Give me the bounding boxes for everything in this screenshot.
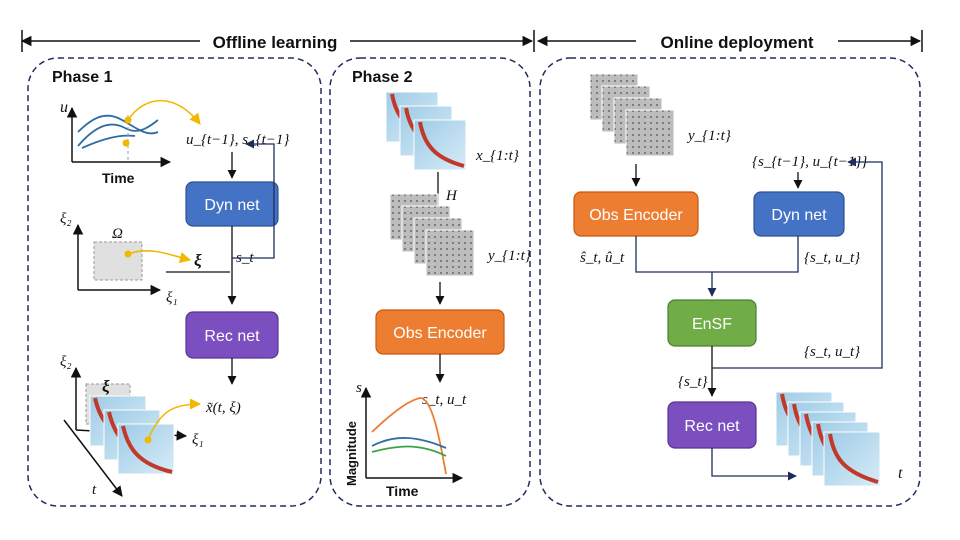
offline-learning-header: Offline learning — [213, 33, 338, 52]
phase2-title: Phase 2 — [352, 69, 413, 86]
online-dyn-net-button[interactable]: Dyn net — [753, 191, 845, 237]
phase2-observation-stack — [389, 193, 475, 277]
online-feedback-arrow — [712, 157, 883, 369]
xi2-axis-label-3d: ξ₂ — [60, 354, 72, 370]
offline-span-arrow — [20, 30, 535, 52]
spatial-domain-plot — [72, 223, 192, 296]
online-rec-net-label: Rec net — [684, 418, 740, 435]
omega-label: Ω — [112, 226, 123, 242]
phase2-obs-encoder-button[interactable]: Obs Encoder — [375, 309, 505, 355]
phase1-panel — [27, 57, 322, 507]
online-panel — [539, 57, 921, 507]
arrow-rec-to-field — [711, 448, 797, 481]
online-observation-stack — [589, 73, 675, 157]
online-t-label: t — [898, 465, 903, 482]
phase2-y-label: y_{1:t} — [486, 248, 531, 264]
full-field-stack — [385, 91, 467, 171]
phase1-title: Phase 1 — [52, 69, 113, 86]
online-pred-label: {s_t, u_t} — [804, 250, 860, 266]
online-rec-net-button[interactable]: Rec net — [667, 401, 757, 449]
plot-s-label: s — [356, 380, 362, 396]
xi2-axis-label: ξ₂ — [60, 211, 72, 227]
online-hat-label: ŝ_t, û_t — [580, 250, 625, 266]
ensf-button[interactable]: EnSF — [667, 299, 757, 347]
arrow-dyn-to-ensf — [712, 236, 799, 273]
phase1-output-label: x̃(t, ξ) — [205, 400, 241, 416]
plot-magnitude-label: Magnitude — [344, 421, 359, 486]
phase1-dyn-net-label: Dyn net — [204, 197, 260, 214]
phase2-plot-time-label: Time — [386, 483, 419, 499]
control-time-plot — [66, 99, 201, 168]
online-s-set-label: {s_t} — [678, 374, 708, 390]
phase1-feedback-arrow — [232, 139, 275, 259]
xi-label-3d: ξ — [102, 377, 110, 396]
online-post-label: {s_t, u_t} — [804, 344, 860, 360]
online-obs-encoder-label: Obs Encoder — [589, 207, 683, 224]
xi1-axis-label: ξ₁ — [166, 290, 178, 306]
phase1-rec-net-label: Rec net — [204, 328, 260, 345]
reconstructed-field-stack — [63, 366, 202, 497]
ensf-label: EnSF — [692, 316, 732, 333]
online-prev-state-label: {s_{t−1}, u_{t−1}} — [752, 154, 867, 170]
t-axis-label: t — [92, 482, 97, 498]
online-span-arrow — [536, 30, 923, 52]
phase1-rec-net-button[interactable]: Rec net — [185, 311, 279, 359]
phase2-x-label: x_{1:t} — [475, 148, 519, 164]
arrow-encoder-to-ensf — [635, 236, 717, 297]
phase2-obs-encoder-label: Obs Encoder — [393, 325, 487, 342]
phase1-dyn-net-button[interactable]: Dyn net — [185, 181, 279, 227]
latent-magnitude-plot — [360, 386, 464, 484]
phase2-outputs-label: s_t, u_t — [422, 392, 467, 408]
plot-time-label: Time — [102, 170, 135, 186]
online-y-label: y_{1:t} — [686, 128, 731, 144]
online-obs-encoder-button[interactable]: Obs Encoder — [573, 191, 699, 237]
online-dyn-net-label: Dyn net — [771, 207, 827, 224]
plot-u-label: u — [60, 99, 68, 116]
online-deployment-header: Online deployment — [660, 33, 813, 52]
xi1-axis-label-3d: ξ₁ — [192, 432, 204, 448]
phase2-h-label: H — [445, 188, 458, 204]
online-field-stack — [775, 391, 881, 487]
xi-label: ξ — [194, 251, 202, 270]
phase2-panel — [329, 57, 531, 507]
